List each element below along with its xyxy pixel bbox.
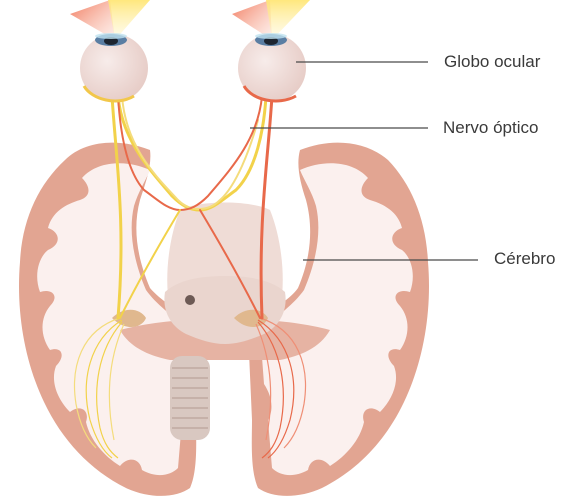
right-eye bbox=[232, 0, 310, 102]
left-eye bbox=[70, 0, 150, 102]
right-white-matter bbox=[260, 163, 413, 475]
aqueduct bbox=[185, 295, 195, 305]
brainstem bbox=[170, 356, 210, 440]
eyeball-label: Globo ocular bbox=[444, 52, 540, 72]
optic-nerve-label: Nervo óptico bbox=[443, 118, 538, 138]
brain-label: Cérebro bbox=[494, 249, 555, 269]
